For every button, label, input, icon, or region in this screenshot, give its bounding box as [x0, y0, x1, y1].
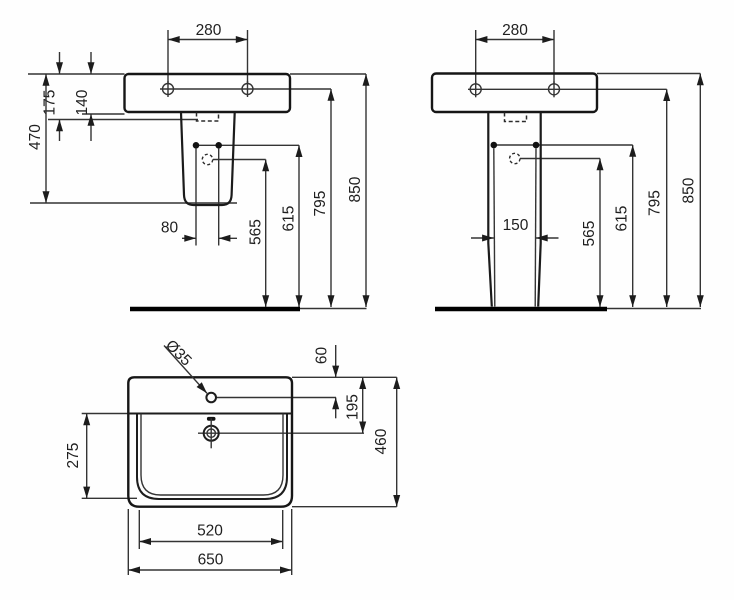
- bowl-inner-line: [140, 413, 284, 496]
- dim-label-615: 615: [614, 206, 631, 232]
- dim-label-150: 150: [503, 217, 529, 234]
- pedestal-outline: [487, 112, 542, 307]
- dimension-850: 850: [681, 73, 704, 307]
- dim-label-dia35: Ø35: [162, 337, 195, 370]
- dim-label-650: 650: [198, 552, 224, 569]
- dimension-80: 80: [161, 220, 237, 242]
- dim-label-795: 795: [312, 191, 329, 217]
- semi-pedestal-outline: [179, 112, 236, 207]
- dim-label-795: 795: [647, 190, 664, 216]
- dimension-615: 615: [614, 145, 637, 307]
- dimension-470: 470: [27, 74, 50, 203]
- extension-lines: [28, 30, 366, 246]
- dim-label-470: 470: [27, 124, 44, 150]
- dimension-795: 795: [647, 89, 671, 307]
- dim-label-140: 140: [74, 89, 91, 115]
- dim-label-850: 850: [681, 177, 698, 203]
- dimension-460: 460: [373, 377, 401, 507]
- extension-lines: [468, 30, 701, 160]
- fixing-point-right: [215, 142, 222, 149]
- dimension-150: 150: [471, 217, 559, 242]
- basin-outline: [123, 72, 292, 114]
- basin-outline: [430, 72, 599, 114]
- dim-label-280: 280: [502, 22, 528, 39]
- fixing-point-left: [192, 142, 200, 149]
- mounting-hole-left: [469, 81, 482, 98]
- dimension-195: 195: [345, 377, 367, 434]
- drain-hole: [202, 418, 220, 449]
- dim-label-275: 275: [65, 443, 82, 469]
- waste-outlet-hidden: [195, 112, 220, 122]
- dimension-850: 850: [347, 74, 370, 307]
- dim-label-460: 460: [373, 428, 390, 454]
- dimension-795: 795: [312, 89, 335, 307]
- bowl-outline: [136, 413, 288, 500]
- dimension-275: 275: [65, 413, 91, 499]
- trap-outlet-hidden: [201, 153, 214, 166]
- dim-label-520: 520: [197, 523, 223, 540]
- dim-label-60: 60: [314, 347, 331, 365]
- front-view-full-pedestal: 280 150 565 615 795 850: [430, 22, 704, 312]
- dimension-280: 280: [475, 22, 554, 43]
- dim-label-565: 565: [248, 219, 265, 245]
- mounting-hole-right: [547, 81, 561, 98]
- dimension-140: 140: [74, 52, 95, 141]
- dim-label-80: 80: [161, 220, 179, 237]
- dimension-650: 650: [128, 552, 292, 574]
- dimension-615: 615: [281, 145, 303, 307]
- front-view-semi-pedestal: 280 175 140 470 80 565 615: [27, 22, 370, 312]
- mounting-hole-right: [241, 81, 254, 97]
- extension-lines: [81, 376, 397, 575]
- dimension-280: 280: [168, 22, 248, 43]
- tap-hole: [205, 391, 217, 404]
- dimension-520: 520: [139, 523, 283, 545]
- dimension-565: 565: [581, 158, 604, 307]
- fixing-point-right: [532, 141, 540, 149]
- dimension-175: 175: [42, 52, 63, 141]
- dim-label-175: 175: [42, 90, 59, 116]
- dim-label-615: 615: [281, 206, 298, 232]
- dimension-565: 565: [248, 159, 270, 307]
- plan-view: Ø35 60 195 460 275 520 650: [65, 337, 401, 575]
- waste-outlet-hidden: [503, 112, 528, 123]
- dimension-tap-hole-diameter: Ø35: [162, 337, 208, 394]
- trap-outlet-hidden: [508, 152, 521, 165]
- basin-rim-outline: [127, 376, 294, 508]
- mounting-hole-left: [161, 81, 175, 97]
- dim-label-565: 565: [581, 221, 598, 247]
- dim-label-850: 850: [347, 176, 364, 202]
- dim-label-195: 195: [345, 394, 362, 420]
- dim-label-280: 280: [196, 22, 222, 39]
- fixing-point-left: [490, 141, 498, 149]
- dimension-60: 60: [314, 345, 340, 419]
